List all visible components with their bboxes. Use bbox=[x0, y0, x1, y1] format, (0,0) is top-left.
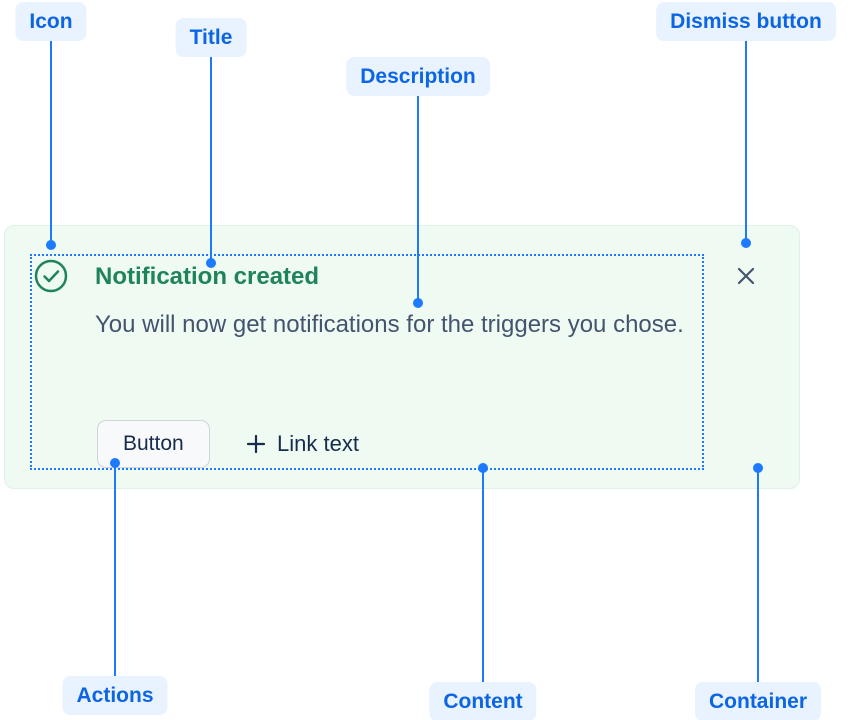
connector-dot-container bbox=[753, 463, 763, 473]
annotation-label-icon: Icon bbox=[15, 2, 87, 41]
plus-icon bbox=[246, 434, 266, 454]
connector-dot-actions bbox=[110, 458, 120, 468]
annotation-label-dismiss: Dismiss button bbox=[656, 2, 836, 41]
notification-description: You will now get notifications for the t… bbox=[95, 311, 684, 338]
success-check-icon bbox=[34, 259, 68, 293]
annotation-label-title: Title bbox=[175, 18, 247, 57]
connector-dot-dismiss bbox=[741, 238, 751, 248]
dismiss-button[interactable] bbox=[733, 263, 759, 289]
connector-line-actions bbox=[114, 463, 116, 676]
annotation-label-content: Content bbox=[429, 682, 537, 720]
connector-dot-title bbox=[206, 258, 216, 268]
connector-line-icon bbox=[50, 40, 52, 245]
annotation-label-description: Description bbox=[346, 57, 490, 96]
notification-action-link[interactable]: Link text bbox=[246, 420, 359, 468]
notification-title: Notification created bbox=[95, 263, 320, 290]
connector-line-title bbox=[210, 56, 212, 263]
connector-dot-description bbox=[413, 298, 423, 308]
connector-line-content bbox=[482, 468, 484, 682]
connector-dot-icon bbox=[46, 240, 56, 250]
annotation-label-actions: Actions bbox=[62, 676, 168, 715]
connector-line-description bbox=[417, 95, 419, 303]
connector-line-dismiss bbox=[745, 40, 747, 243]
connector-line-container bbox=[757, 468, 759, 682]
close-icon bbox=[735, 265, 757, 287]
annotation-label-container: Container bbox=[694, 682, 822, 720]
notification-link-label: Link text bbox=[277, 431, 359, 456]
connector-dot-content bbox=[478, 463, 488, 473]
content-region-outline bbox=[30, 254, 704, 470]
